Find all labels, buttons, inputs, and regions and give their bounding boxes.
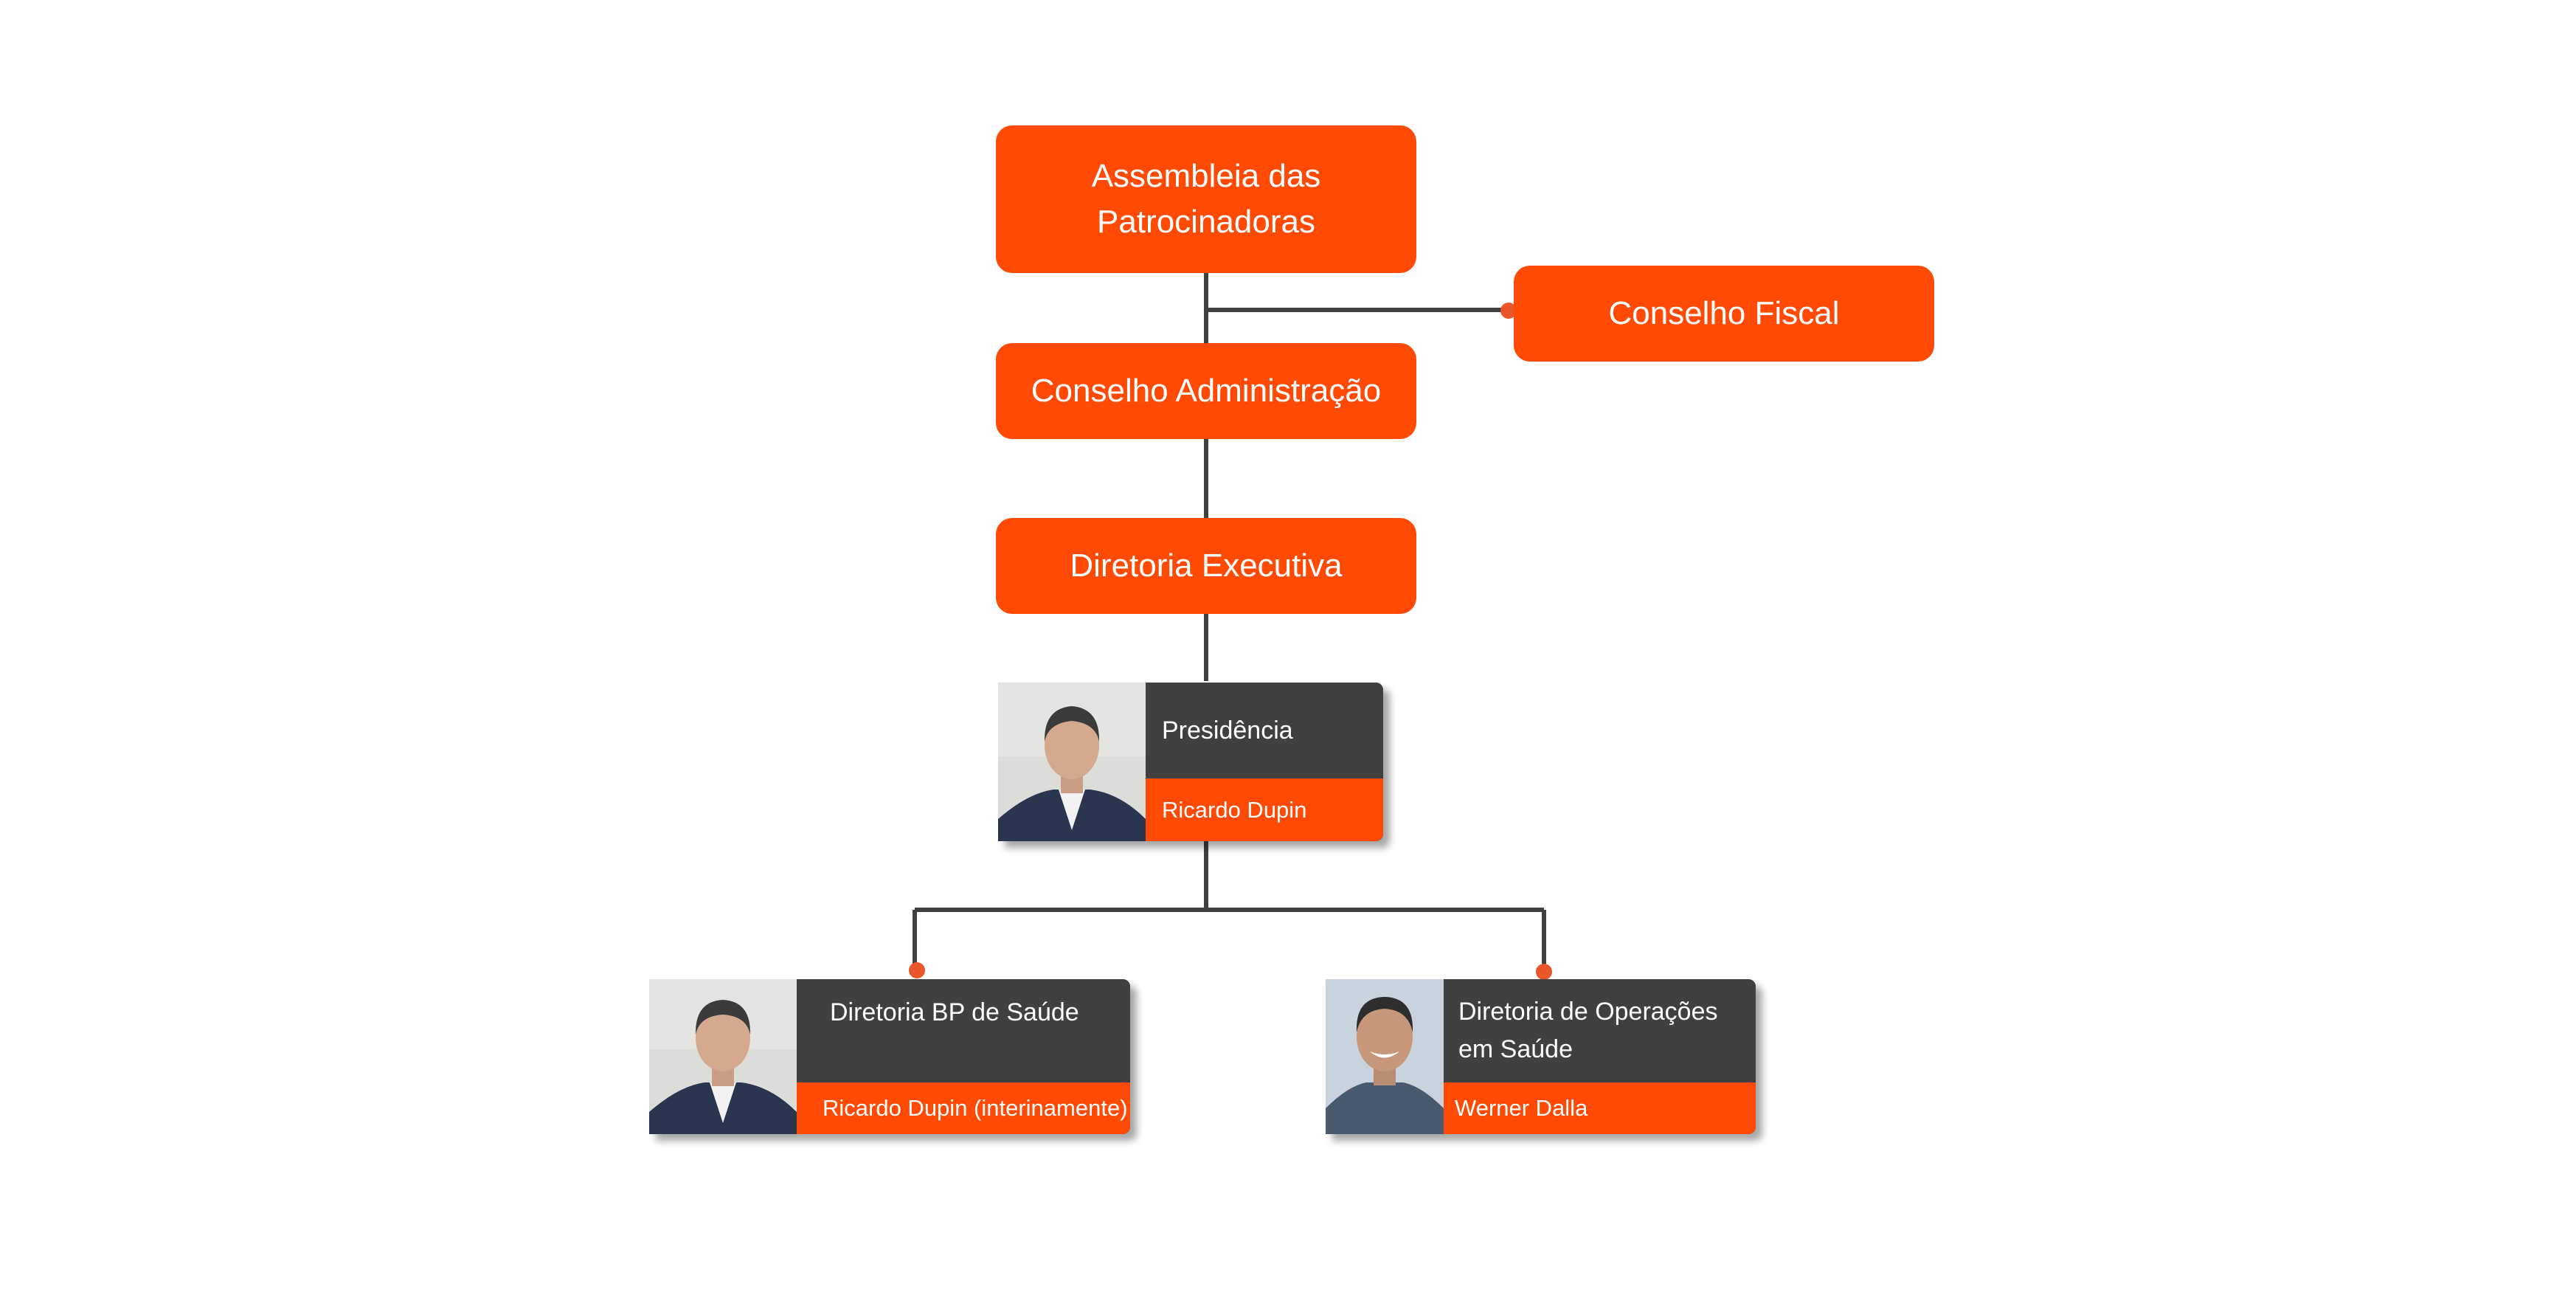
presidencia-photo <box>998 683 1146 841</box>
presidencia-role: Presidência <box>1146 683 1383 778</box>
diretoria-operacoes-name: Werner Dalla <box>1444 1082 1756 1134</box>
diretoria-bp-name-label: Ricardo Dupin (interinamente) <box>823 1095 1128 1121</box>
conselho-administracao-box: Conselho Administração <box>996 343 1416 439</box>
diretoria-operacoes-name-label: Werner Dalla <box>1455 1095 1588 1121</box>
diretoria-bp-role: Diretoria BP de Saúde <box>797 979 1130 1082</box>
diretoria-bp-card: Diretoria BP de Saúde Ricardo Dupin (int… <box>649 979 1130 1134</box>
assembleia-label-line2: Patrocinadoras <box>1097 204 1315 240</box>
assembleia-label-line1: Assembleia das <box>1091 158 1321 195</box>
diretoria-bp-name: Ricardo Dupin (interinamente) <box>797 1082 1130 1134</box>
presidencia-role-label: Presidência <box>1162 716 1293 745</box>
diretoria-operacoes-role: Diretoria de Operações em Saúde <box>1444 979 1756 1082</box>
assembleia-box: Assembleia das Patrocinadoras <box>996 125 1416 273</box>
diretoria-bp-role-label: Diretoria BP de Saúde <box>830 998 1079 1026</box>
connector-dot-right <box>1536 964 1552 980</box>
diretoria-operacoes-photo <box>1326 979 1444 1134</box>
connector-dot-left <box>909 962 925 978</box>
presidencia-name-label: Ricardo Dupin <box>1162 796 1307 823</box>
diretoria-bp-photo <box>649 979 797 1134</box>
conselho-administracao-label: Conselho Administração <box>1031 373 1382 410</box>
presidencia-name: Ricardo Dupin <box>1146 778 1383 841</box>
diretoria-executiva-box: Diretoria Executiva <box>996 518 1416 614</box>
diretoria-operacoes-role-line2: em Saúde <box>1458 1035 1573 1063</box>
diretoria-operacoes-role-line1: Diretoria de Operações <box>1458 998 1718 1026</box>
diretoria-operacoes-card: Diretoria de Operações em Saúde Werner D… <box>1326 979 1756 1134</box>
connector-dot-fiscal <box>1500 303 1517 319</box>
conselho-fiscal-box: Conselho Fiscal <box>1514 266 1934 362</box>
conselho-fiscal-label: Conselho Fiscal <box>1608 295 1840 332</box>
diretoria-executiva-label: Diretoria Executiva <box>1070 548 1343 584</box>
presidencia-card: Presidência Ricardo Dupin <box>998 683 1383 841</box>
